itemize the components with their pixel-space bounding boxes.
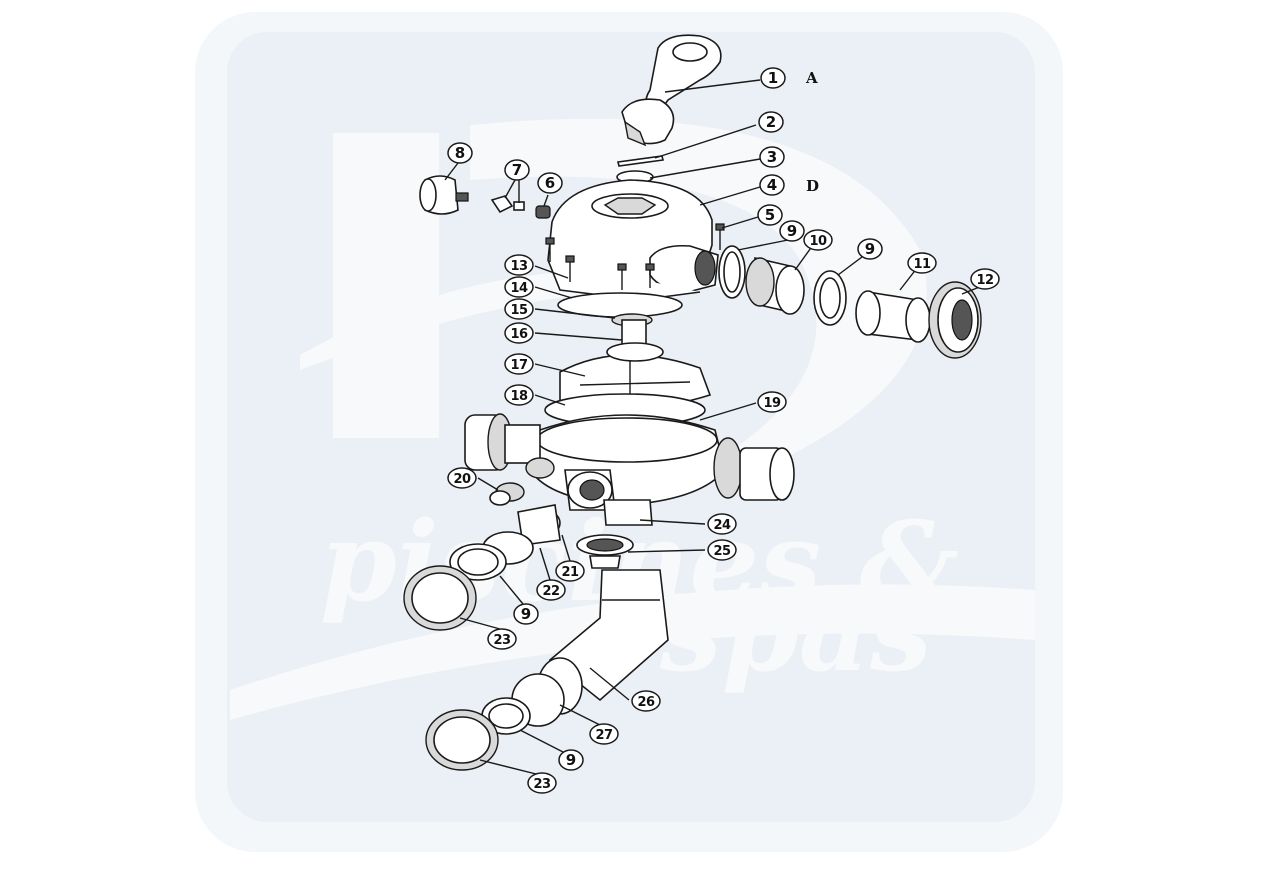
side-label-a: A bbox=[805, 69, 818, 87]
callout-1: 1 bbox=[760, 67, 786, 89]
callout-26: 26 bbox=[631, 690, 661, 712]
svg-text:1: 1 bbox=[768, 69, 778, 87]
svg-text:22: 22 bbox=[542, 584, 559, 599]
callout-14: 14 bbox=[504, 276, 534, 298]
svg-text:5: 5 bbox=[765, 206, 775, 224]
svg-text:11: 11 bbox=[913, 257, 931, 272]
part-right-connector bbox=[718, 245, 982, 359]
part-handle bbox=[621, 34, 722, 147]
side-label-d: D bbox=[806, 177, 819, 195]
callout-11: 11 bbox=[907, 252, 937, 274]
svg-text:9: 9 bbox=[865, 240, 875, 258]
callout-22: 22 bbox=[536, 579, 566, 601]
svg-text:12: 12 bbox=[976, 273, 993, 288]
watermark-swoosh bbox=[470, 118, 927, 470]
svg-text:17: 17 bbox=[510, 358, 528, 373]
svg-text:3: 3 bbox=[767, 148, 777, 166]
callouts: 1 2 3 4 5 6 7 8 9 10 9 11 12 13 14 15 16… bbox=[447, 67, 1000, 794]
callout-13: 13 bbox=[504, 254, 534, 276]
svg-text:23: 23 bbox=[533, 777, 551, 792]
svg-text:4: 4 bbox=[767, 176, 777, 194]
callout-10: 10 bbox=[803, 229, 833, 251]
part-bottom-fittings bbox=[403, 482, 634, 631]
watermark-text-2: spas bbox=[659, 567, 932, 696]
callout-8: 8 bbox=[447, 142, 473, 164]
svg-text:18: 18 bbox=[510, 389, 528, 404]
svg-text:7: 7 bbox=[512, 161, 522, 179]
leader-lines bbox=[444, 79, 983, 776]
callout-7: 7 bbox=[504, 159, 530, 181]
svg-text:21: 21 bbox=[561, 565, 579, 580]
callout-19: 19 bbox=[757, 391, 787, 413]
callout-2: 2 bbox=[758, 111, 784, 133]
svg-text:9: 9 bbox=[566, 751, 576, 769]
callout-3: 3 bbox=[759, 146, 785, 168]
callout-9-right: 9 bbox=[857, 238, 883, 260]
callout-5: 5 bbox=[757, 204, 783, 226]
part-cover bbox=[547, 179, 719, 301]
callout-21: 21 bbox=[555, 560, 585, 582]
svg-text:2: 2 bbox=[766, 113, 776, 131]
callout-4: 4 bbox=[759, 174, 785, 196]
svg-text:8: 8 bbox=[455, 144, 465, 162]
svg-text:13: 13 bbox=[510, 259, 528, 274]
callout-23-upper: 23 bbox=[487, 628, 517, 650]
callout-16: 16 bbox=[504, 322, 534, 344]
callout-6: 6 bbox=[537, 172, 563, 194]
watermark: piscines & spas bbox=[195, 12, 1063, 852]
svg-text:14: 14 bbox=[510, 281, 528, 296]
svg-text:27: 27 bbox=[595, 728, 613, 743]
svg-text:19: 19 bbox=[763, 396, 781, 411]
svg-text:10: 10 bbox=[809, 234, 827, 249]
svg-text:25: 25 bbox=[713, 544, 731, 559]
svg-text:23: 23 bbox=[493, 633, 511, 648]
part-valve-body bbox=[464, 393, 795, 526]
callout-23-lower: 23 bbox=[527, 772, 557, 794]
callout-25: 25 bbox=[707, 539, 737, 561]
callout-12: 12 bbox=[970, 268, 1000, 290]
callout-27: 27 bbox=[589, 723, 619, 745]
callout-9-lower: 9 bbox=[558, 749, 584, 771]
svg-text:26: 26 bbox=[637, 695, 655, 710]
svg-text:20: 20 bbox=[453, 472, 471, 487]
svg-text:9: 9 bbox=[521, 605, 531, 623]
callout-18: 18 bbox=[504, 384, 534, 406]
svg-text:6: 6 bbox=[545, 174, 555, 192]
part-pin bbox=[617, 155, 664, 167]
svg-text:9: 9 bbox=[787, 222, 797, 240]
callout-17: 17 bbox=[504, 353, 534, 375]
part-gauge-fittings bbox=[419, 175, 551, 219]
callout-24: 24 bbox=[707, 513, 737, 535]
callout-20: 20 bbox=[447, 467, 477, 489]
svg-text:24: 24 bbox=[713, 518, 731, 533]
svg-text:16: 16 bbox=[510, 327, 528, 342]
svg-text:15: 15 bbox=[510, 303, 528, 318]
callout-9-left: 9 bbox=[513, 603, 539, 625]
watermark-letter-block bbox=[333, 133, 439, 438]
part-elbow-pipe bbox=[425, 569, 669, 771]
callout-9-upper: 9 bbox=[779, 220, 805, 242]
watermark-bottom-wave bbox=[230, 584, 1035, 720]
callout-15: 15 bbox=[504, 298, 534, 320]
